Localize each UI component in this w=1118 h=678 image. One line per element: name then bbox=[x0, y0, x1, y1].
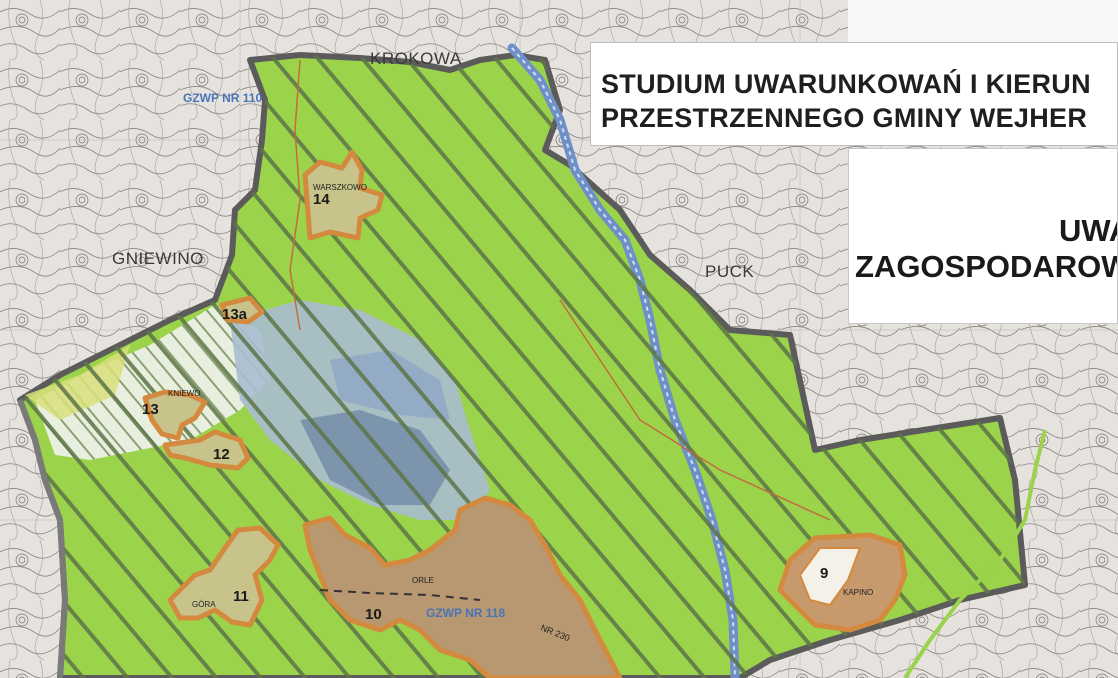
area-number-9: 9 bbox=[820, 565, 828, 582]
west-boundary bbox=[17, 398, 68, 678]
area-9-inner bbox=[798, 547, 862, 607]
label-krokowa: KROKOWA bbox=[370, 49, 462, 68]
title-panel: STUDIUM UWARUNKOWAŃ I KIERUN PRZESTRZENN… bbox=[590, 42, 1118, 146]
label-orle: ORLE bbox=[412, 576, 434, 585]
label-gzwp-110: GZWP NR 110 bbox=[183, 91, 262, 105]
legend-line-1: UWAI bbox=[1059, 213, 1117, 248]
label-gniewino: GNIEWINO bbox=[112, 249, 204, 268]
road-west bbox=[289, 59, 301, 331]
area-number-10: 10 bbox=[365, 606, 382, 623]
protection-hatch bbox=[20, 55, 1025, 678]
east-buffer bbox=[903, 429, 1047, 678]
sheet-margin bbox=[848, 0, 1118, 42]
label-gzwp-118: GZWP NR 118 bbox=[426, 606, 505, 620]
area-13a bbox=[219, 295, 265, 325]
label-kapino: KAPINO bbox=[843, 588, 873, 597]
label-kniewo: KNIEWO bbox=[168, 389, 200, 398]
area-number-13a: 13a bbox=[222, 306, 248, 323]
label-gora: GÓRA bbox=[192, 600, 216, 609]
label-puck: PUCK bbox=[705, 262, 754, 281]
area-number-12: 12 bbox=[213, 446, 230, 463]
legend-panel: UWAI ZAGOSPODAROW bbox=[848, 148, 1118, 324]
area-12 bbox=[162, 429, 251, 471]
label-warszkowo: WARSZKOWO bbox=[313, 183, 367, 192]
area-number-14: 14 bbox=[313, 191, 330, 208]
area-14-warszkowo bbox=[302, 149, 385, 241]
title-line-2: PRZESTRZENNEGO GMINY WEJHER bbox=[601, 103, 1088, 133]
road-east bbox=[559, 299, 831, 521]
area-10-orle bbox=[302, 495, 623, 678]
area-11-gora bbox=[167, 525, 281, 628]
title-line-1: STUDIUM UWARUNKOWAŃ I KIERUN bbox=[601, 69, 1091, 99]
area-13-kniewo bbox=[142, 389, 208, 441]
legend-line-2: ZAGOSPODAROW bbox=[855, 249, 1118, 284]
area-number-13: 13 bbox=[142, 401, 159, 418]
area-number-11: 11 bbox=[233, 588, 249, 605]
